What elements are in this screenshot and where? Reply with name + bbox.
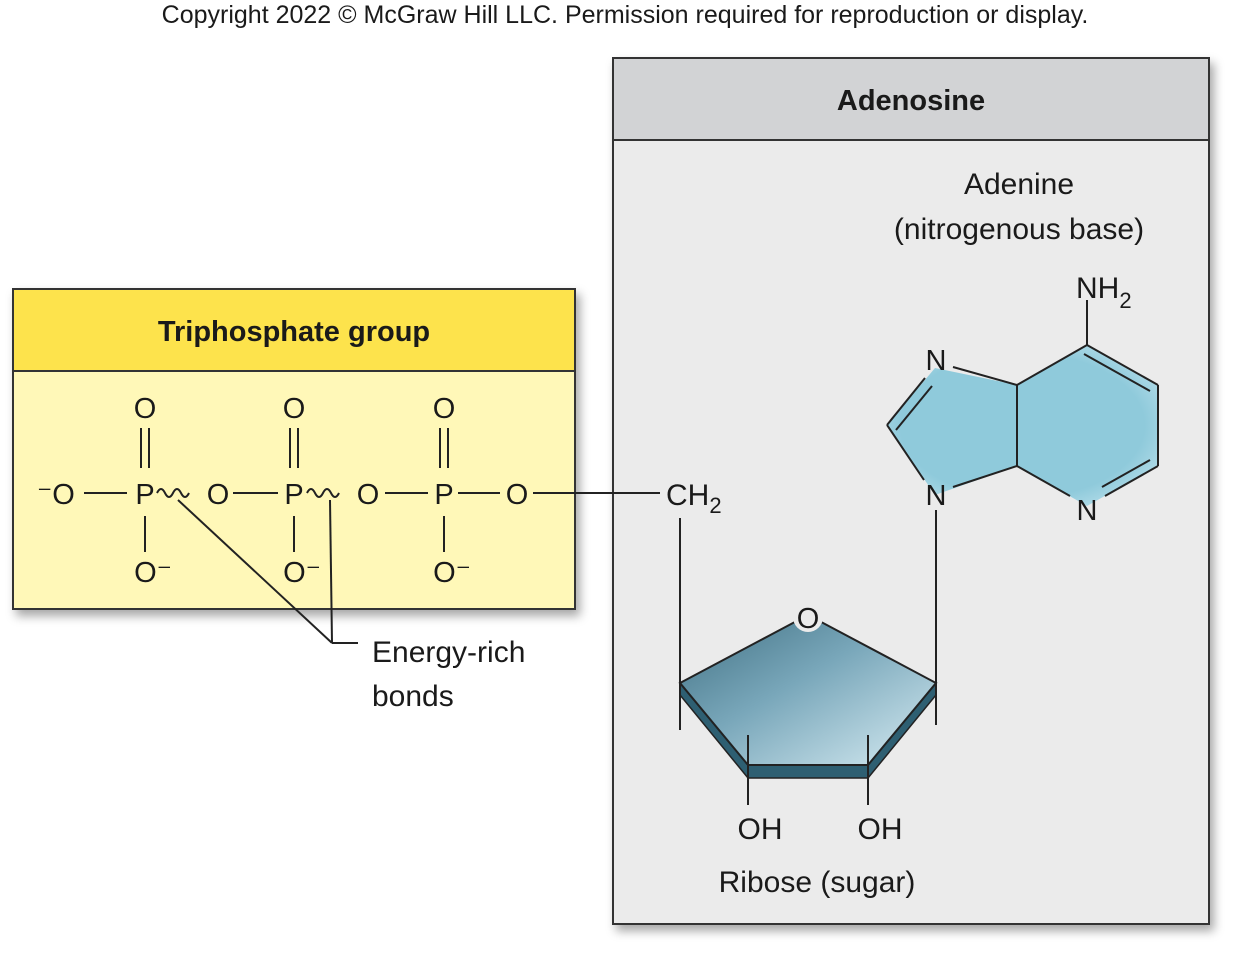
triphosphate-box: [12, 288, 576, 610]
ribose-o-bg: [793, 602, 823, 632]
nh2-label: NH2: [1076, 272, 1132, 313]
adenosine-title: Adenosine: [837, 85, 985, 117]
ribose-label: Ribose (sugar): [719, 866, 916, 899]
o-bridge-1: O: [207, 479, 230, 511]
triphosphate-title: Triphosphate group: [158, 316, 430, 348]
ribose-bonds: [679, 518, 937, 805]
adenine-n-right: N: [1077, 495, 1098, 527]
adenine-ring-fill: [887, 345, 1158, 506]
p1-o-minus: O⁻: [134, 557, 172, 589]
ch2-label: CH2: [666, 479, 722, 518]
p3-o-top: O: [433, 393, 456, 425]
o-end: O: [506, 479, 529, 511]
p3-o-minus: O⁻: [433, 557, 471, 589]
o-minus-left: ⁻O: [37, 479, 75, 511]
p1-o-top: O: [134, 393, 157, 425]
oh-right: OH: [858, 813, 903, 846]
adenine-n-bottom: N: [926, 480, 947, 512]
nitrogenous-base-label: (nitrogenous base): [894, 213, 1144, 246]
p2-atom: P: [284, 479, 303, 511]
p3-atom: P: [434, 479, 453, 511]
adenine-label: Adenine: [964, 168, 1074, 201]
o-bridge-2: O: [357, 479, 380, 511]
bonds-label: bonds: [372, 680, 454, 713]
p2-o-minus: O⁻: [283, 557, 321, 589]
oh-left: OH: [738, 813, 783, 846]
p2-o-top: O: [283, 393, 306, 425]
copyright-notice: Copyright 2022 © McGraw Hill LLC. Permis…: [161, 1, 1089, 29]
energy-rich-label: Energy-rich: [372, 636, 525, 669]
energy-bond-pointer: [177, 499, 358, 644]
p1-atom: P: [135, 479, 154, 511]
adenine-bonds: [886, 300, 1159, 600]
ribose-o: O: [797, 603, 820, 635]
adenine-n-top: N: [926, 345, 947, 377]
phosphate-bonds: [84, 428, 660, 552]
